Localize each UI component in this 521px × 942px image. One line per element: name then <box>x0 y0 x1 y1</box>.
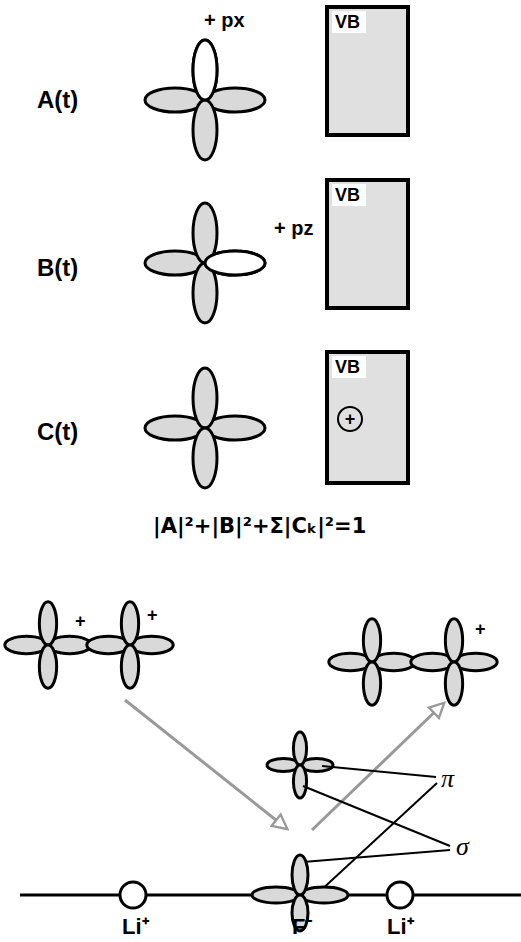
leader-line <box>303 766 450 893</box>
ion-label: Li⁺ <box>387 915 414 939</box>
charge-sign: + <box>75 612 86 632</box>
empty-lobe <box>205 251 265 275</box>
band-box: VB <box>325 5 410 137</box>
bond-label: π <box>441 765 454 794</box>
empty-lobe <box>193 40 217 100</box>
p-orbital <box>145 40 265 160</box>
state-label: C(t) <box>37 419 78 445</box>
band-box: VB <box>325 178 410 310</box>
p-orbital-pair <box>5 602 173 688</box>
band-label: VB <box>332 184 366 206</box>
normalization-equation: |A|²+|B|²+Σ|Cₖ|²=1 <box>153 515 366 538</box>
ion-label: Li⁺ <box>122 915 149 939</box>
p-orbital-pair <box>329 619 497 705</box>
state-label: B(t) <box>37 255 78 281</box>
lithium-ion <box>120 882 413 908</box>
orbital-label: + pz <box>274 217 313 239</box>
hole-symbol: + <box>337 406 363 432</box>
charge-sign: + <box>147 606 158 626</box>
ion-label: F⁻ <box>292 915 312 939</box>
p-orbital <box>267 732 333 798</box>
charge-sign: + <box>475 620 486 640</box>
band-label: VB <box>332 356 366 378</box>
p-orbital <box>145 203 265 323</box>
bond-label: σ <box>456 833 469 862</box>
state-label: A(t) <box>37 87 78 113</box>
orbital-label: + px <box>204 9 245 31</box>
p-orbital <box>145 368 265 488</box>
hole-sign: + <box>345 410 356 428</box>
transfer-arrow <box>125 700 443 830</box>
band-box: VB + <box>325 350 410 485</box>
band-label: VB <box>332 11 366 33</box>
